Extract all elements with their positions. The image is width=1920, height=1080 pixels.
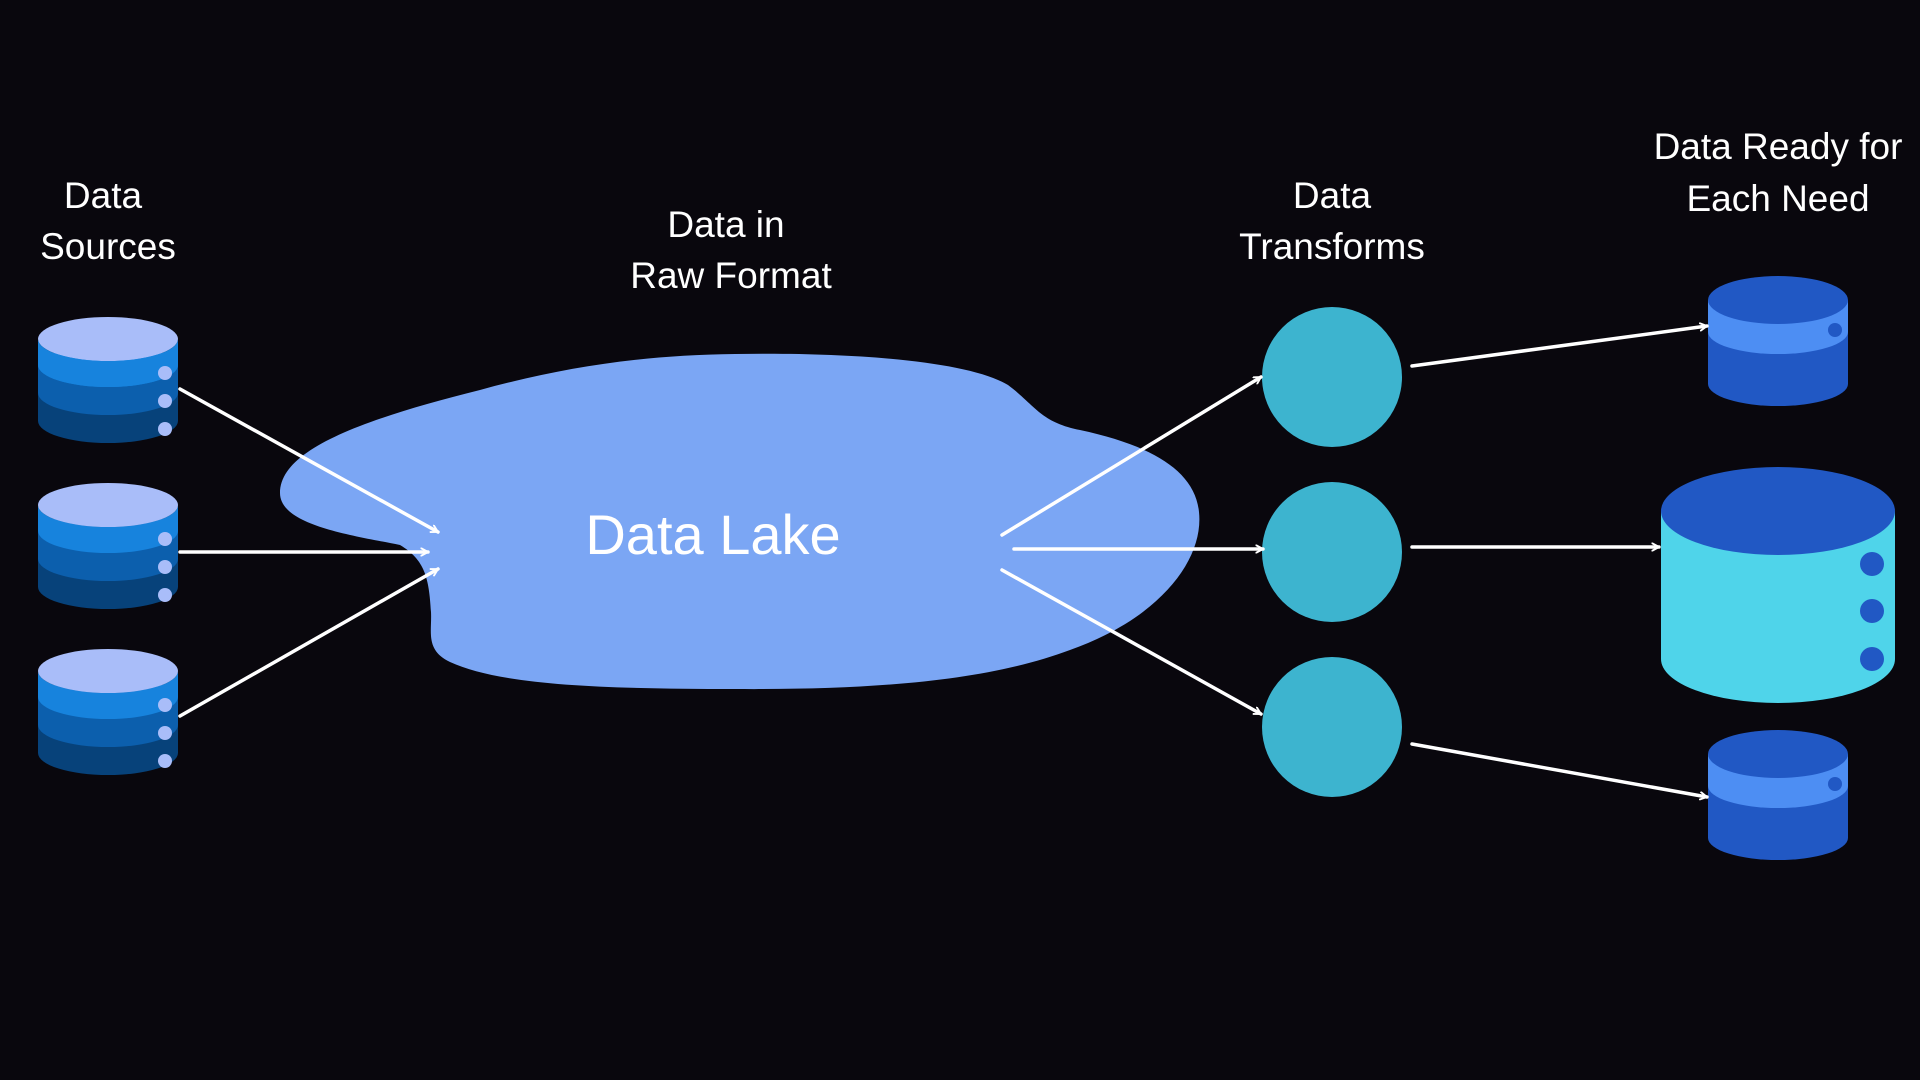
arrow-lake-to-transform3 — [1000, 568, 1263, 716]
raw-format-heading-line1: Data in — [667, 204, 784, 245]
source-database-2 — [38, 483, 178, 609]
arrow-lake-to-transform1 — [1000, 375, 1263, 537]
sources-heading-line1: Data — [64, 175, 143, 216]
arrow-transform1-to-target1 — [1410, 326, 1709, 368]
transforms-heading-line2: Transforms — [1239, 226, 1425, 267]
arrow-transform3-to-target3 — [1410, 742, 1709, 797]
ready-heading-line1: Data Ready for — [1654, 126, 1903, 167]
sources-heading-line2: Sources — [40, 226, 176, 267]
source-database-3 — [38, 649, 178, 775]
target-database-large — [1661, 467, 1895, 703]
transform-2 — [1262, 482, 1402, 622]
source-database-1 — [38, 317, 178, 443]
ready-heading-line2: Each Need — [1686, 178, 1869, 219]
raw-format-heading-line2: Raw Format — [630, 255, 832, 296]
arrow-source3-to-lake — [178, 567, 440, 718]
data-lake-blob — [280, 353, 1200, 690]
target-database-small-top — [1708, 276, 1848, 406]
data-lake-label: Data Lake — [585, 503, 840, 566]
arrow-source1-to-lake — [178, 387, 440, 534]
transform-3 — [1262, 657, 1402, 797]
transforms-heading-line1: Data — [1293, 175, 1372, 216]
transform-1 — [1262, 307, 1402, 447]
target-database-small-bottom — [1708, 730, 1848, 860]
